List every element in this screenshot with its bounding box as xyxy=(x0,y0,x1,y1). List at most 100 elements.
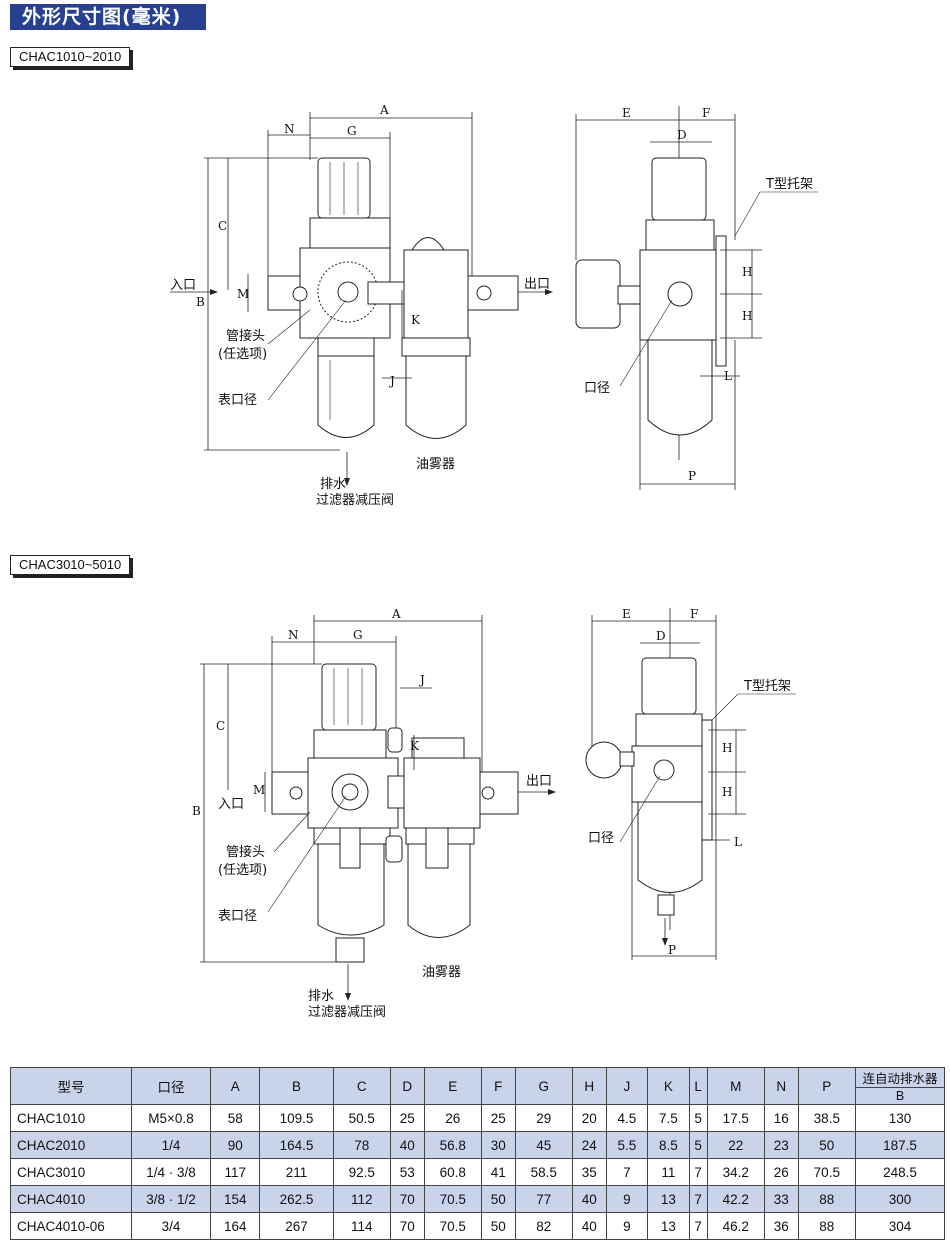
dim-m-label: M xyxy=(237,287,249,301)
dim-g-label: G xyxy=(347,124,357,138)
col-header: 型号 xyxy=(10,1067,132,1105)
dim-n-label-2: N xyxy=(288,628,299,642)
model-tag-2: CHAC3010~5010 xyxy=(10,555,131,575)
optional-label: (任选项) xyxy=(218,347,267,362)
dim-k-label-2: K xyxy=(410,739,420,753)
dim-m-label-2: M xyxy=(253,783,265,797)
table-cell: 17.5 xyxy=(706,1104,765,1132)
col-header: 口径 xyxy=(131,1067,211,1105)
dim-b-label-2: B xyxy=(192,804,201,818)
table-cell: 40 xyxy=(389,1131,425,1159)
table-cell: 82 xyxy=(514,1212,573,1240)
gauge-port-label: 表口径 xyxy=(218,393,257,408)
table-cell: 53 xyxy=(389,1158,425,1186)
table-cell: 70.5 xyxy=(423,1212,482,1240)
dim-l-label-2: L xyxy=(734,835,742,849)
table-cell: 16 xyxy=(763,1104,799,1132)
table-cell: 70 xyxy=(389,1185,425,1213)
gauge-port-label-2: 表口径 xyxy=(218,909,257,924)
table-cell: 187.5 xyxy=(855,1131,945,1159)
table-cell: M5×0.8 xyxy=(131,1104,211,1132)
front-view-1: A N G B C M 入口 出口 xyxy=(170,103,553,508)
table-cell: 11 xyxy=(647,1158,690,1186)
table-cell: 34.2 xyxy=(706,1158,765,1186)
table-cell: 88 xyxy=(797,1212,857,1240)
table-cell: 58.5 xyxy=(514,1158,573,1186)
table-cell: 7 xyxy=(688,1158,708,1186)
spec-table: 型号 口径 A B C D E F G H J K L M N P 连自动排水器… xyxy=(10,1067,945,1240)
dim-h-label-2b: H xyxy=(722,785,732,799)
table-cell: 164 xyxy=(209,1212,261,1240)
dim-h-label-2a: H xyxy=(722,741,732,755)
table-cell: 130 xyxy=(855,1104,945,1132)
table-cell: 42.2 xyxy=(706,1185,765,1213)
table-cell: 50 xyxy=(797,1131,857,1159)
dim-p-label-2: P xyxy=(668,943,676,957)
table-cell: 7 xyxy=(688,1212,708,1240)
pipe-joint-label: 管接头 xyxy=(226,328,265,344)
filter-regulator-label-2: 过滤器减压阀 xyxy=(308,1005,386,1020)
col-header-auto-drain-b: B xyxy=(855,1087,945,1105)
table-cell: 25 xyxy=(389,1104,425,1132)
table-cell: 58 xyxy=(209,1104,261,1132)
table-cell: 90 xyxy=(209,1131,261,1159)
table-cell: 300 xyxy=(855,1185,945,1213)
table-cell: 112 xyxy=(332,1185,391,1213)
table-cell: 46.2 xyxy=(706,1212,765,1240)
lubricator-label-2: 油雾器 xyxy=(422,965,461,980)
dim-n-label: N xyxy=(284,122,295,136)
table-cell: 5 xyxy=(688,1131,708,1159)
col-header: K xyxy=(647,1067,690,1105)
front-view-2: A N G J B C M 入口 出口 xyxy=(192,607,556,1020)
dim-a-label-2: A xyxy=(391,607,401,621)
table-cell: 13 xyxy=(647,1212,690,1240)
col-header: F xyxy=(480,1067,516,1105)
table-cell: 164.5 xyxy=(259,1131,334,1159)
col-header: E xyxy=(423,1067,482,1105)
dim-h-label-b: H xyxy=(742,309,752,323)
port-size-label-2: 口径 xyxy=(588,831,614,846)
dim-c-label: C xyxy=(218,219,227,233)
bracket-label-2: T型托架 xyxy=(743,679,791,694)
dim-f-label: F xyxy=(702,106,710,120)
table-cell: 22 xyxy=(706,1131,765,1159)
col-header: J xyxy=(605,1067,649,1105)
dim-k-label: K xyxy=(411,313,421,327)
table-cell-model: CHAC1010 xyxy=(10,1104,132,1132)
table-cell: 40 xyxy=(571,1185,607,1213)
table-cell: 267 xyxy=(259,1212,334,1240)
inlet-label-2: 入口 xyxy=(218,797,244,812)
pipe-joint-label-2: 管接头 xyxy=(226,844,265,860)
table-cell: 9 xyxy=(605,1212,649,1240)
dim-g-label-2: G xyxy=(353,628,363,642)
dim-h-label-a: H xyxy=(742,265,752,279)
table-cell: 29 xyxy=(514,1104,573,1132)
col-header: G xyxy=(514,1067,573,1105)
side-view-1: E F D H H L P T型托架 口径 xyxy=(575,106,818,490)
dim-a-label: A xyxy=(379,103,389,117)
dim-e-label-2: E xyxy=(622,607,631,621)
table-cell: 1/4 xyxy=(131,1131,211,1159)
drawing-2: A N G J B C M 入口 出口 xyxy=(192,607,796,1020)
table-header-row: 型号 口径 A B C D E F G H J K L M N P 连自动排水器 xyxy=(10,1067,945,1105)
table-cell: 1/4 · 3/8 xyxy=(131,1158,211,1186)
col-header: B xyxy=(259,1067,334,1105)
optional-label-2: (任选项) xyxy=(218,863,267,878)
drain-label: 排水 xyxy=(320,477,346,492)
table-cell: 262.5 xyxy=(259,1185,334,1213)
table-cell-model: CHAC3010 xyxy=(10,1158,132,1186)
table-cell: 50 xyxy=(480,1212,516,1240)
dim-d-label-2: D xyxy=(656,629,666,643)
model-tag-1: CHAC1010~2010 xyxy=(10,47,131,67)
dim-p-label: P xyxy=(688,469,696,483)
bracket-label: T型托架 xyxy=(765,177,813,192)
table-cell: 248.5 xyxy=(855,1158,945,1186)
table-cell: 5 xyxy=(688,1104,708,1132)
table-cell: 41 xyxy=(480,1158,516,1186)
table-cell: 78 xyxy=(332,1131,391,1159)
dim-d-label: D xyxy=(677,128,687,142)
table-cell: 45 xyxy=(514,1131,573,1159)
